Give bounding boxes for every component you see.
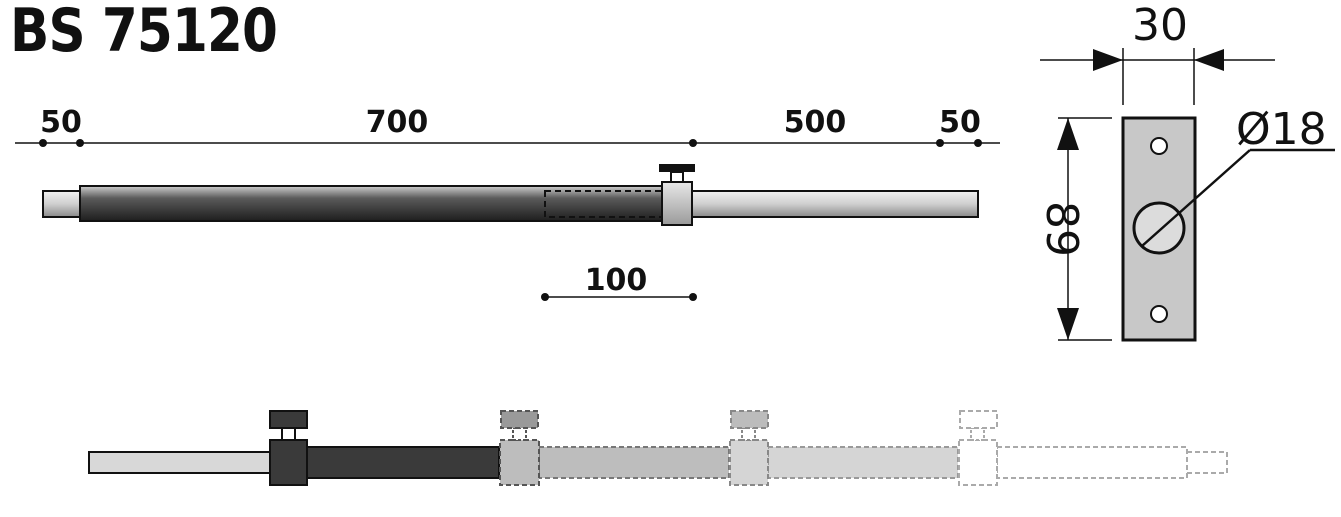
- screw-hole-bottom: [1150, 305, 1168, 323]
- extension-sequence: [88, 410, 1228, 486]
- outer-tube: [79, 185, 663, 222]
- dimension-tick: [689, 293, 697, 301]
- outer-tube-stage-3: [767, 446, 959, 479]
- clamp-knob-stage-3: [730, 410, 769, 429]
- dimension-label-100: 100: [585, 263, 648, 298]
- tube-end-left: [42, 190, 81, 218]
- dimension-tick: [76, 139, 84, 147]
- clamp-collar: [661, 181, 693, 226]
- clamp-stage-4: [958, 439, 998, 486]
- tube-hole: [1132, 201, 1186, 255]
- clamp-stage-3: [729, 439, 769, 486]
- dimension-tick: [936, 139, 944, 147]
- plate-view: 30 Ø18 89: [1036, 0, 1335, 342]
- inner-tube-stage-1: [88, 451, 271, 474]
- side-view: 50 700 500 50 100: [15, 105, 1000, 301]
- dimension-label-diameter: Ø18: [1236, 104, 1327, 155]
- clamp-knob: [659, 164, 695, 172]
- dimension-tick: [39, 139, 47, 147]
- clamp-knob-stage-4: [959, 410, 998, 429]
- clamp-stage-2: [499, 439, 540, 486]
- dimension-label-width: 30: [1132, 0, 1188, 51]
- clamp-screw-stage-3: [741, 427, 756, 441]
- clamp-knob-stage-1: [269, 410, 308, 429]
- clamp-screw-stage-4: [970, 427, 985, 441]
- inner-tube-stage-4: [1186, 451, 1228, 474]
- product-code-title: BS 75120: [10, 0, 278, 66]
- inner-tube-right: [691, 190, 979, 218]
- arrow-down-icon: [1057, 308, 1079, 340]
- dimension-tick: [974, 139, 982, 147]
- screw-hole-top: [1150, 137, 1168, 155]
- outer-tube-stage-4: [996, 446, 1188, 479]
- arrow-left-icon: [1194, 49, 1224, 71]
- dimension-label-700: 700: [366, 105, 429, 140]
- clamp-screw-stage-1: [281, 427, 296, 441]
- clamp-knob-stage-2: [500, 410, 539, 429]
- dimension-label-500: 500: [784, 105, 847, 140]
- arrow-right-icon: [1093, 49, 1123, 71]
- clamp-screw: [670, 171, 684, 183]
- dimension-label-50-left: 50: [40, 105, 82, 140]
- arrow-up-icon: [1057, 118, 1079, 150]
- leader-line: [1141, 149, 1251, 247]
- dimension-tick: [541, 293, 549, 301]
- clamp-stage-1: [269, 439, 308, 486]
- dimension-tick: [689, 139, 697, 147]
- dimension-label-height: 89: [1036, 201, 1087, 257]
- outer-tube-stage-1: [306, 446, 500, 479]
- outer-tube-stage-2: [538, 446, 730, 479]
- clamp-screw-stage-2: [512, 427, 527, 441]
- dimension-label-50-right: 50: [939, 105, 981, 140]
